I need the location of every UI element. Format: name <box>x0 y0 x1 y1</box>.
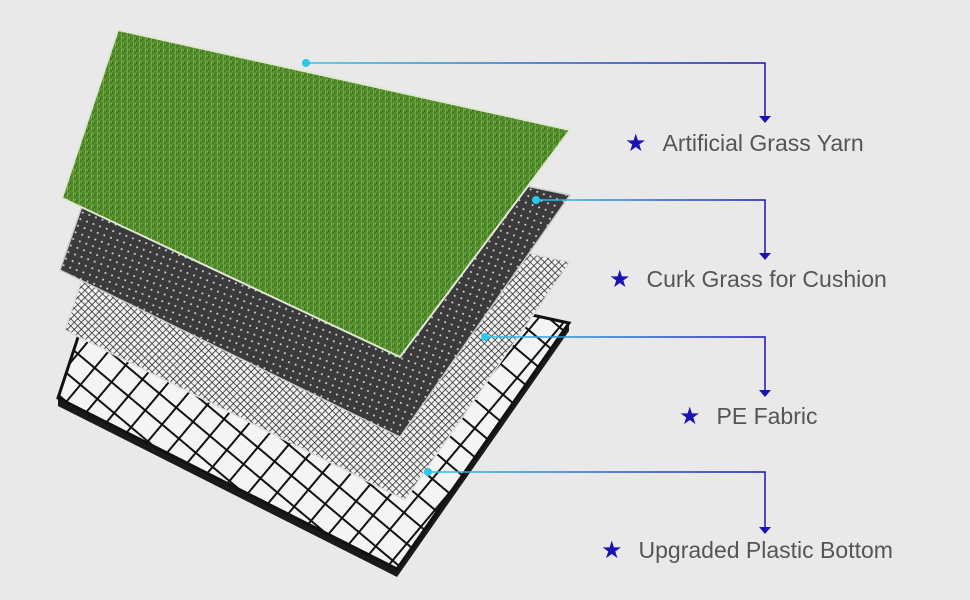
callout-line-1 <box>302 59 771 123</box>
label-pe-fabric: ★ PE Fabric <box>679 402 818 430</box>
star-icon: ★ <box>601 536 623 564</box>
label-curk-grass-cushion: ★ Curk Grass for Cushion <box>609 265 887 293</box>
star-icon: ★ <box>679 402 701 430</box>
label-artificial-grass-yarn: ★ Artificial Grass Yarn <box>625 129 864 157</box>
callout-line-4 <box>424 468 771 534</box>
grass-layer <box>60 28 572 359</box>
star-icon: ★ <box>625 129 647 157</box>
callout-line-2 <box>532 196 771 260</box>
callout-line-3 <box>481 333 771 397</box>
label-plastic-bottom: ★ Upgraded Plastic Bottom <box>601 536 893 564</box>
star-icon: ★ <box>609 265 631 293</box>
